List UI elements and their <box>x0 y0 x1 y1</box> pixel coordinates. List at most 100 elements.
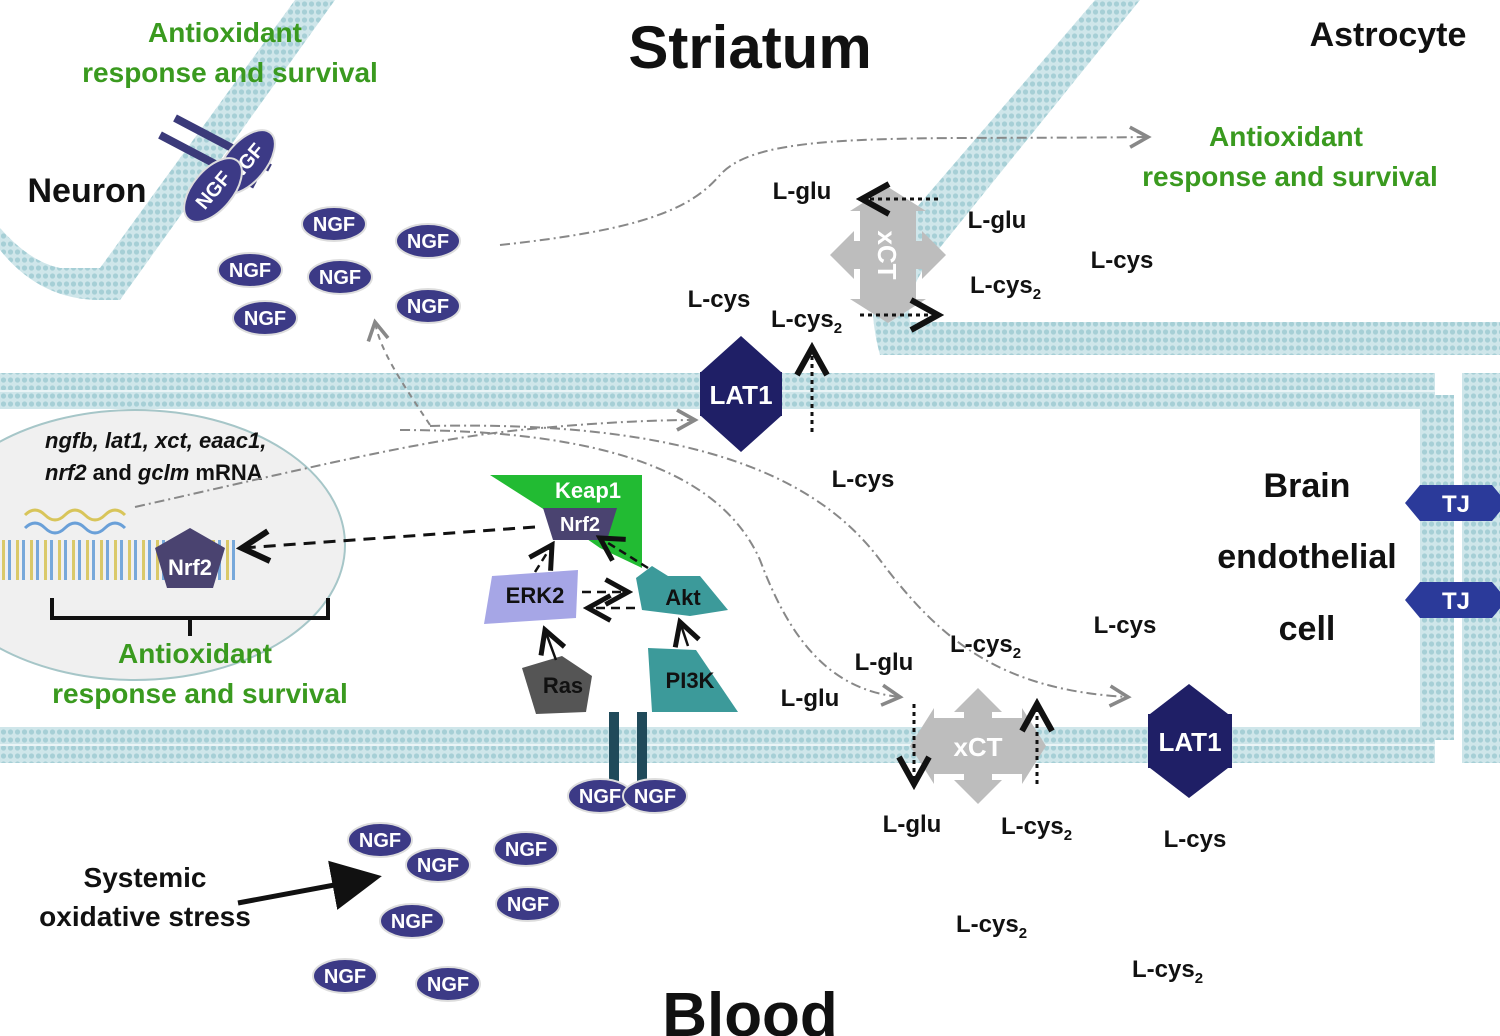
metabolite-lcys-striatum: L-cys <box>688 286 751 313</box>
metabolite-lcys-endo-2: L-cys <box>1094 612 1157 639</box>
ngf-molecule <box>307 259 373 295</box>
astrocyte-membrane <box>872 0 1500 355</box>
ngf-molecule <box>405 847 471 883</box>
mrna-nrf2: nrf2 <box>45 460 87 485</box>
stress-line1: Systemic <box>84 862 207 893</box>
tj-lower-label: TJ <box>1442 588 1470 615</box>
neuron-membrane <box>0 0 335 300</box>
endothelial-membrane-right <box>1420 395 1454 740</box>
ngf-molecule-label: NGF <box>417 855 459 877</box>
metabolite-lcys-blood: L-cys <box>1164 826 1227 853</box>
mrna-strand-2 <box>23 521 127 535</box>
ngf-molecule-label: NGF <box>229 260 271 282</box>
metabolite-lcys2-striatum: L-cys2 <box>771 306 842 337</box>
endothelial-label-1: Brain <box>1264 467 1351 505</box>
ngf-molecule <box>232 300 298 336</box>
ngf-molecule-label: NGF <box>507 894 549 916</box>
erk2-label: ERK2 <box>506 583 565 608</box>
akt-label: Akt <box>665 585 701 610</box>
metabolite-lglu-endo-1: L-glu <box>855 649 914 676</box>
akt-shape <box>636 566 728 616</box>
metabolite-lcys2-blood-3: L-cys2 <box>1132 956 1203 987</box>
ngf-molecule-label: NGF <box>427 974 469 996</box>
ngf-molecule <box>217 252 283 288</box>
nrf2-nuclear-label: Nrf2 <box>168 555 212 580</box>
metabolite-labels: L-gluL-gluL-cys2L-cysL-cysL-cys2L-cysL-g… <box>688 178 1227 987</box>
neuron-label: Neuron <box>28 172 147 210</box>
metabolite-lglu-astro-in: L-glu <box>968 207 1027 234</box>
ngf-molecule <box>415 966 481 1002</box>
astrocyte-outcome-line2: response and survival <box>1142 161 1438 192</box>
nrf2-cyto-label: Nrf2 <box>560 514 600 536</box>
ngf-molecule <box>312 958 378 994</box>
endothelial-label-3: cell <box>1279 610 1336 648</box>
tj-upper: TJ <box>1405 485 1500 521</box>
ngf-molecule-label: NGF <box>319 267 361 289</box>
ngf-molecule <box>495 886 561 922</box>
promoter-bracket <box>50 598 330 636</box>
lat1-upper: LAT1 <box>700 336 782 452</box>
mrna-strand-1 <box>23 508 127 522</box>
mrna-list-line2: nrf2 and gclm mRNA <box>45 460 263 485</box>
ngf-molecule <box>395 223 461 259</box>
ngf-molecule <box>395 288 461 324</box>
ngf-molecule-label: NGF <box>313 214 355 236</box>
metabolite-lglu-astro-out: L-glu <box>773 178 832 205</box>
pathway-arrows <box>134 125 1152 708</box>
ngf-receptor-neuron: NGF NGF <box>158 114 276 223</box>
svg-text:NGF: NGF <box>634 786 676 808</box>
membranes <box>0 0 1500 763</box>
striatum-label: Striatum <box>628 14 871 81</box>
ngf-bound-endo-2 <box>622 778 688 814</box>
ngf-receptor-endothelial: NGF NGF <box>567 712 688 814</box>
ngf-molecule-label: NGF <box>359 830 401 852</box>
metabolite-lcys-astro: L-cys <box>1091 247 1154 274</box>
metabolite-lglu-blood: L-glu <box>883 811 942 838</box>
ras-shape <box>522 656 592 714</box>
ngf-molecule <box>347 822 413 858</box>
metabolite-lcys2-astro-in: L-cys2 <box>970 272 1041 303</box>
neighbor-membrane <box>1462 373 1500 763</box>
metabolite-lcys-endo: L-cys <box>832 466 895 493</box>
xct-lower: xCT <box>910 688 1046 804</box>
ngf-molecule-label: NGF <box>324 966 366 988</box>
mrna-gclm: gclm <box>137 460 189 485</box>
ngf-molecule-label: NGF <box>505 839 547 861</box>
ngf-molecule <box>301 206 367 242</box>
stress-arrow <box>237 860 382 910</box>
lat1-upper-label: LAT1 <box>709 380 772 410</box>
signaling-arrows <box>242 525 688 661</box>
ngf-bound-neuron-2 <box>183 157 243 223</box>
astrocyte-label: Astrocyte <box>1310 16 1467 54</box>
metabolite-lcys2-endo: L-cys2 <box>950 631 1021 662</box>
svg-text:NGF: NGF <box>579 786 621 808</box>
ngf-molecule-label: NGF <box>391 911 433 933</box>
neuron-outcome-line2: response and survival <box>82 57 378 88</box>
xct-upper-label: xCT <box>872 230 902 279</box>
endothelial-outcome-line2: response and survival <box>52 678 348 709</box>
ngf-molecule-label: NGF <box>407 231 449 253</box>
tj-lower: TJ <box>1405 582 1500 618</box>
mrna-and: and <box>87 460 138 485</box>
xct-upper: xCT <box>830 187 946 323</box>
metabolite-lcys2-blood-1: L-cys2 <box>1001 813 1072 844</box>
metabolite-lglu-endo-2: L-glu <box>781 685 840 712</box>
stress-line2: oxidative stress <box>39 901 251 932</box>
blood-label: Blood <box>662 981 838 1036</box>
nrf2-cyto-shape <box>543 508 617 540</box>
lat1-lower-label: LAT1 <box>1158 727 1221 757</box>
xct-lower-label: xCT <box>953 732 1002 762</box>
endothelial-outcome-line1: Antioxidant <box>118 638 272 669</box>
pi3k-shape <box>648 648 738 712</box>
keap1-label: Keap1 <box>555 478 621 503</box>
mrna-suffix: mRNA <box>189 460 262 485</box>
pi3k-label: PI3K <box>666 668 715 693</box>
ngf-molecule <box>493 831 559 867</box>
endothelial-label-2: endothelial <box>1217 538 1396 576</box>
transport-arrows <box>812 199 1037 784</box>
metabolite-lcys2-blood-2: L-cys2 <box>956 911 1027 942</box>
neuron-outcome-line1: Antioxidant <box>148 17 302 48</box>
